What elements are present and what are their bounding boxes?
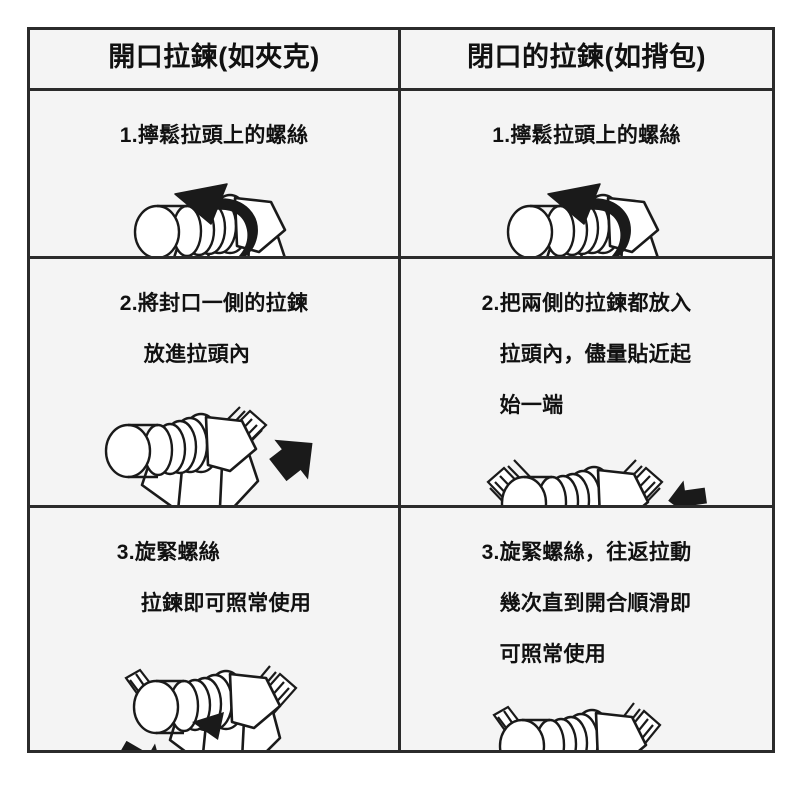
table-row: 3.旋緊螺絲 拉鍊即可照常使用 [30,508,772,750]
step-1-illustration-right [401,174,772,256]
header-cell-open-end-zipper: 開口拉鍊(如夾克) [30,30,401,88]
step-1-caption-right: 1.擰鬆拉頭上的螺絲 [492,91,681,174]
step-2-cell-open-end: 2.將封口一側的拉鍊 放進拉頭內 [30,259,401,505]
step-3-cell-closed-end: 3.旋緊螺絲，往返拉動 幾次直到開合順滑即 可照常使用 [401,508,772,750]
caption-line: 可照常使用 [499,643,607,667]
header-cell-closed-end-zipper: 閉口的拉鍊(如揹包) [401,30,772,88]
caption-line: 2.將封口一側的拉鍊 [119,291,309,315]
instruction-table: 開口拉鍊(如夾克) 閉口的拉鍊(如揹包) 1.擰鬆拉頭上的螺絲 [27,27,775,753]
caption-line: 拉鍊即可照常使用 [140,591,312,615]
step-3-caption-left: 3.旋緊螺絲 拉鍊即可照常使用 [117,508,311,642]
step-1-caption-left: 1.擰鬆拉頭上的螺絲 [120,91,309,174]
caption-line: 1.擰鬆拉頭上的螺絲 [492,123,681,147]
document-title: 拉鍊頭安裝說明圖 [0,0,1,1]
caption-line: 1.擰鬆拉頭上的螺絲 [119,123,309,147]
step-2-illustration-right [401,444,772,505]
curved-rotate-arrow [546,183,631,256]
step-3-caption-right: 3.旋緊螺絲，往返拉動 幾次直到開合順滑即 可照常使用 [482,508,692,693]
table-row: 2.將封口一側的拉鍊 放進拉頭內 [30,259,772,508]
caption-line: 拉頭內，儘量貼近起 [499,342,692,366]
arrow-right-in [667,480,707,505]
step-2-caption-right: 2.把兩側的拉鍊都放入 拉頭內，儘量貼近起 始一端 [482,259,692,444]
arrow-left-down [268,439,313,482]
caption-line: 放進拉頭內 [143,342,251,366]
table-header-row: 開口拉鍊(如夾克) 閉口的拉鍊(如揹包) [30,30,772,91]
step-3-cell-open-end: 3.旋緊螺絲 拉鍊即可照常使用 [30,508,401,750]
step-1-illustration-left [30,174,398,256]
column-header-title-right: 閉口的拉鍊(如揹包) [467,42,706,72]
caption-line: 幾次直到開合順滑即 [499,591,692,615]
step-1-cell-closed-end: 1.擰鬆拉頭上的螺絲 [401,91,772,256]
step-2-cell-closed-end: 2.把兩側的拉鍊都放入 拉頭內，儘量貼近起 始一端 [401,259,772,505]
caption-line: 3.旋緊螺絲，往返拉動 [481,540,692,564]
step-1-cell-open-end: 1.擰鬆拉頭上的螺絲 [30,91,401,256]
step-3-illustration-right [401,693,772,750]
step-2-caption-left: 2.將封口一側的拉鍊 放進拉頭內 [120,259,309,393]
caption-line: 始一端 [499,394,564,418]
curved-rotate-arrow [174,183,258,256]
table-row: 1.擰鬆拉頭上的螺絲 [30,91,772,259]
step-2-illustration-left [30,393,398,505]
caption-line: 3.旋緊螺絲 [116,540,221,564]
caption-line: 2.把兩側的拉鍊都放入 [481,291,692,315]
step-3-illustration-left [30,642,398,750]
column-header-title-left: 開口拉鍊(如夾克) [108,42,320,72]
